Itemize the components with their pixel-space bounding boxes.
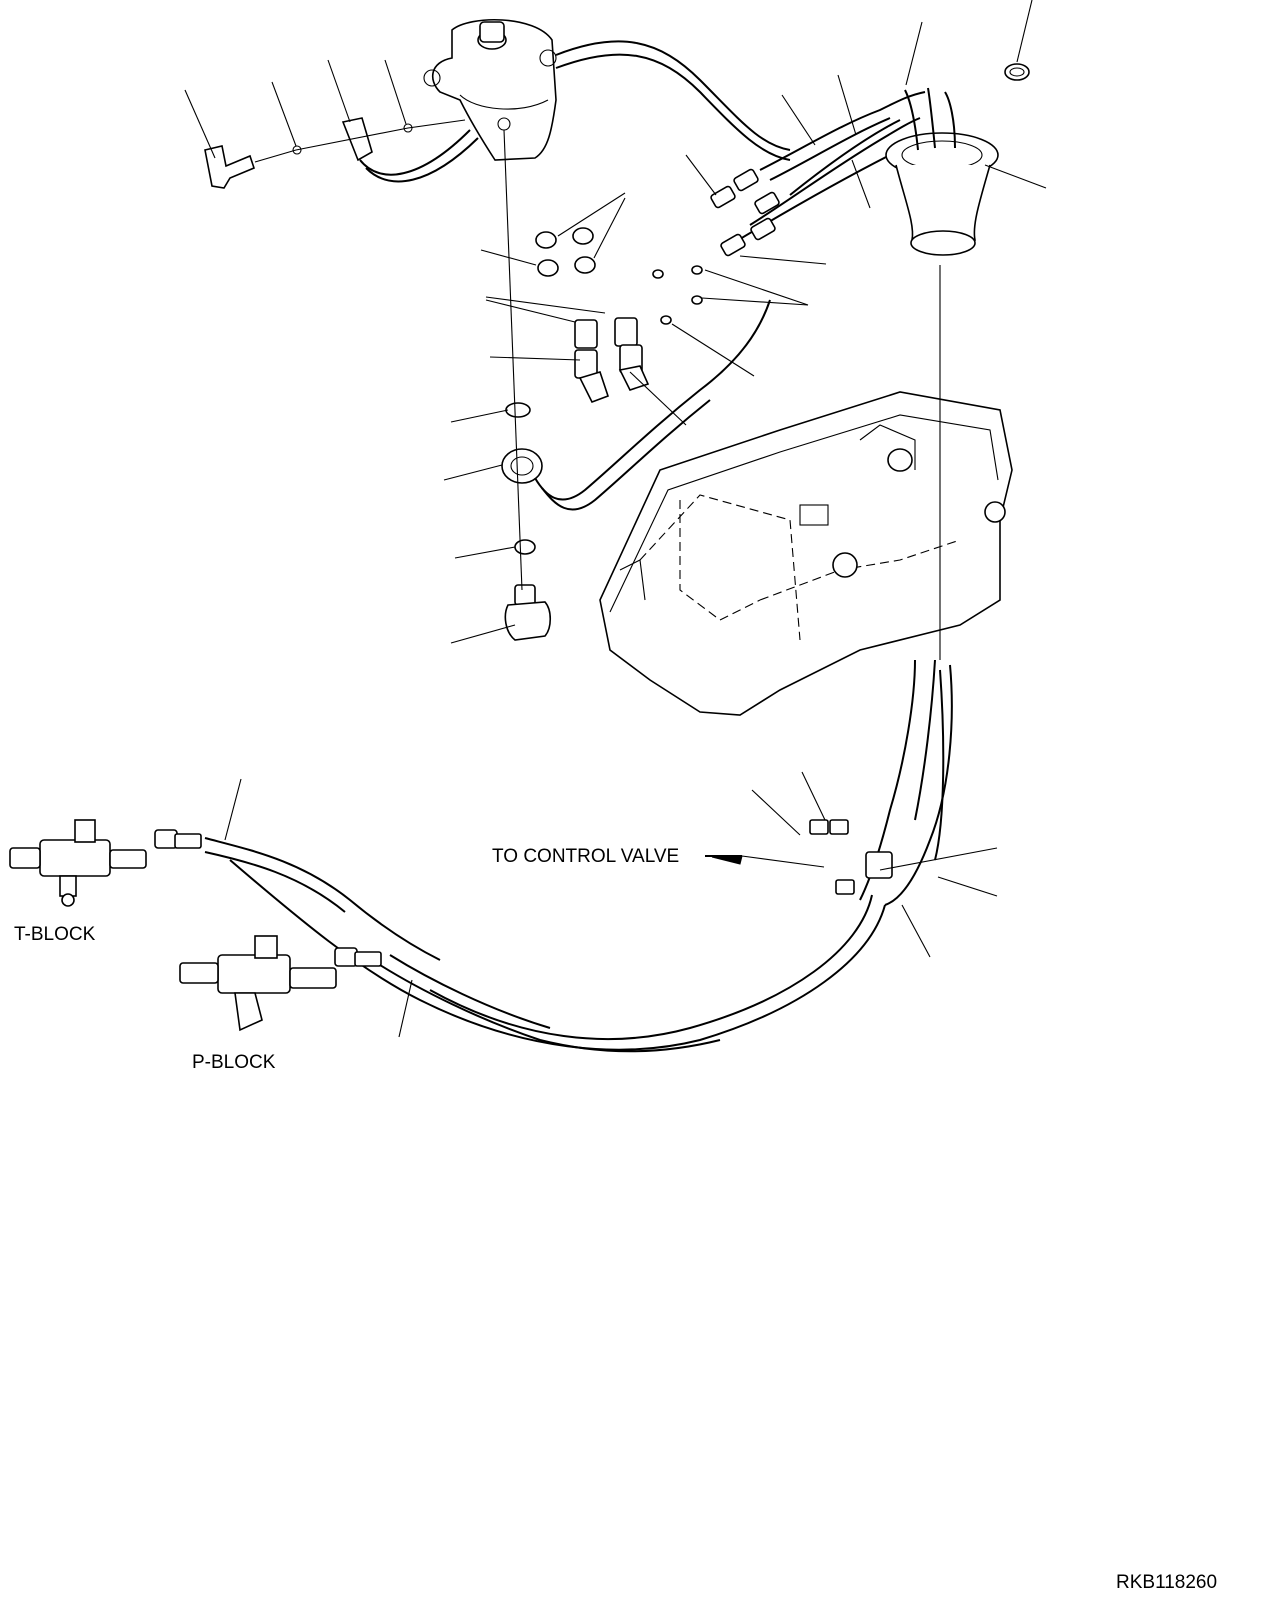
o-rings: [535, 227, 596, 277]
console-box: [599, 391, 1013, 716]
small-o-rings-right: [652, 265, 703, 325]
rubber-boot: [885, 87, 999, 256]
lower-hose-fittings: [154, 819, 893, 967]
pilot-valve: [423, 18, 557, 161]
connector-block: [574, 317, 650, 404]
leader-lines: [184, 0, 1047, 1038]
small-o-ring: [292, 145, 302, 155]
p-block-part: [179, 935, 337, 1032]
arrow-icon: [711, 855, 743, 865]
small-o-ring: [403, 123, 413, 133]
vertical-centerline: [503, 129, 523, 591]
assembly-centerline: [254, 119, 466, 163]
to-control-valve-label: TO CONTROL VALVE: [492, 846, 679, 867]
hose-bundle-upper: [555, 40, 926, 246]
p-block-label: P-BLOCK: [192, 1052, 276, 1073]
hose-clamp: [1004, 63, 1030, 81]
t-block-part: [9, 819, 147, 907]
figure-code: RKB118260: [1116, 1572, 1217, 1593]
banjo-fitting: [501, 299, 771, 641]
hose-end-fittings: [710, 168, 780, 257]
t-block-label: T-BLOCK: [14, 924, 96, 945]
elbow-fitting: [341, 117, 479, 183]
adapter-fitting: [204, 145, 255, 189]
